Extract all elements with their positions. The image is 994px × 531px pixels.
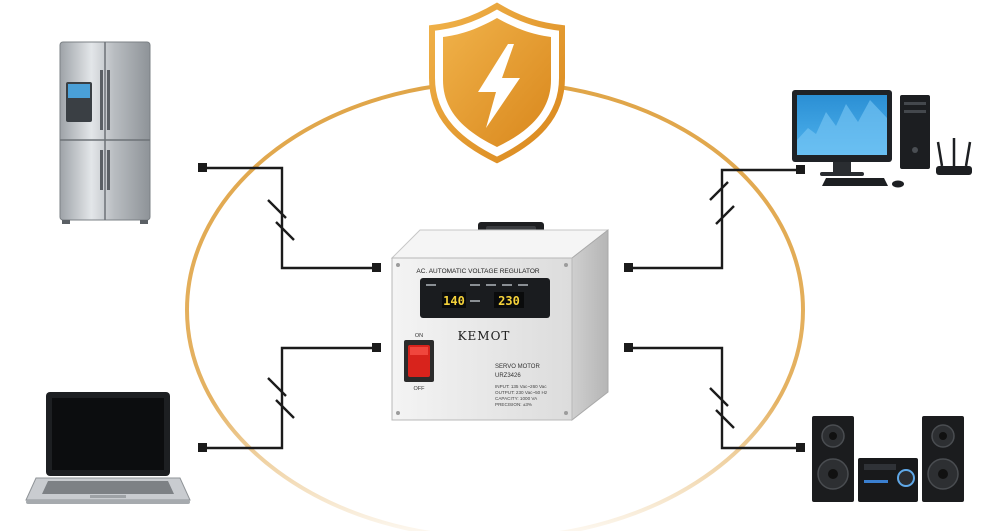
switch-on-label: ON — [415, 333, 423, 339]
lightning-shield-icon — [429, 2, 565, 164]
switch-off-label: OFF — [414, 386, 426, 392]
brand-logo-text: KEMOT — [458, 329, 511, 343]
stereo-system-icon — [812, 416, 964, 502]
desktop-computer-icon — [792, 90, 972, 188]
refrigerator-icon — [59, 41, 151, 224]
spec-capacity: CAPACITY: 1000 VA — [495, 396, 538, 401]
spec-output: OUTPUT: 230 Vac~50 Hz — [495, 390, 548, 395]
spec-precision: PRECISION: ±3% — [495, 402, 532, 407]
spec-motor: SERVO MOTOR — [495, 364, 540, 370]
display-output-value: 230 — [498, 294, 520, 308]
display-input-value: 140 — [443, 294, 465, 308]
wiring-left-nodes — [198, 163, 381, 452]
wiring-right — [628, 168, 800, 450]
voltage-regulator-device — [390, 222, 609, 422]
wiring-left — [205, 166, 376, 450]
wiring-right-nodes — [624, 165, 805, 452]
spec-model: URZ3426 — [495, 373, 521, 379]
laptop-icon — [25, 392, 191, 504]
device-header-label: AC. AUTOMATIC VOLTAGE REGULATOR — [416, 268, 539, 275]
spec-input: INPUT: 135 Vac~260 Vac — [495, 384, 547, 389]
